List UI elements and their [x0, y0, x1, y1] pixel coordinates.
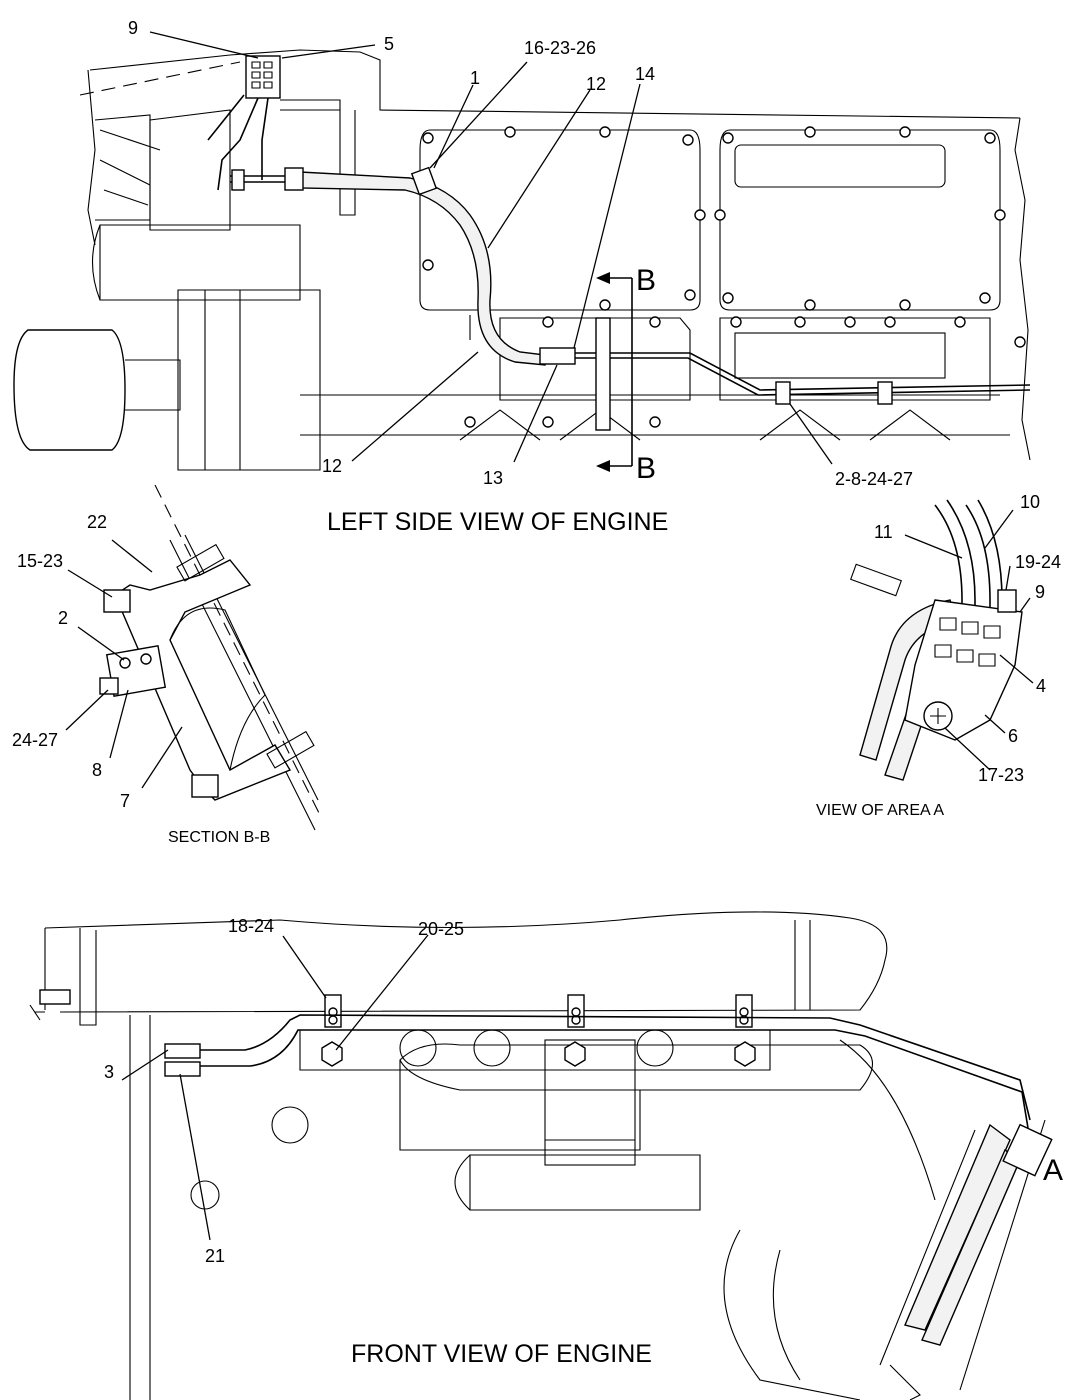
callout-2-8-24-27: 2-8-24-27 [835, 469, 913, 489]
callout-6: 6 [1008, 726, 1018, 746]
callout-11: 11 [874, 522, 893, 542]
area-a-view: 10 11 19-24 9 4 6 17-23 VIEW OF AREA A [816, 492, 1061, 819]
section-bb-title: SECTION B-B [168, 829, 270, 846]
callout-12-bottom: 12 [322, 456, 342, 476]
callout-4: 4 [1036, 676, 1046, 696]
callout-18-24: 18-24 [228, 916, 274, 936]
callout-17-23: 17-23 [978, 765, 1024, 785]
cover-bolts [422, 126, 1026, 428]
callout-24-27: 24-27 [12, 730, 58, 750]
hose [299, 171, 546, 366]
damper [13, 329, 126, 451]
callout-12-top: 12 [586, 74, 606, 94]
rocker-cover-1 [419, 129, 701, 311]
callout-15-23: 15-23 [17, 551, 63, 571]
callout-20-25: 20-25 [418, 919, 464, 939]
callout-7: 7 [120, 791, 130, 811]
rocker-cover-2 [719, 129, 1001, 311]
callout-1: 1 [470, 68, 480, 88]
callout-21: 21 [205, 1246, 225, 1266]
clip [410, 166, 438, 196]
callout-9: 9 [128, 18, 138, 38]
callout-16-23-26: 16-23-26 [524, 38, 596, 58]
fitting-14 [539, 347, 576, 365]
callout-14: 14 [635, 64, 655, 84]
block-a [1002, 1123, 1053, 1177]
left-side-view: B B 9 5 1 16-23-26 12 14 12 13 2-8-24-27… [13, 18, 1031, 536]
connector-block-top [245, 55, 281, 99]
left-side-view-title: LEFT SIDE VIEW OF ENGINE [327, 508, 668, 536]
callout-9-area-a: 9 [1035, 582, 1045, 602]
callout-5: 5 [384, 34, 394, 54]
section-marker-bottom: B [636, 452, 656, 485]
callout-22: 22 [87, 512, 107, 532]
callout-3: 3 [104, 1062, 114, 1082]
callout-19-24: 19-24 [1015, 552, 1061, 572]
front-view-title: FRONT VIEW OF ENGINE [351, 1340, 652, 1368]
section-bb-view: 22 15-23 2 24-27 8 7 SECTION B-B [12, 484, 321, 846]
area-marker-a: A [1043, 1154, 1063, 1187]
callout-10: 10 [1020, 492, 1040, 512]
callout-13: 13 [483, 468, 503, 488]
area-a-title: VIEW OF AREA A [816, 802, 944, 819]
section-marker-top: B [636, 264, 656, 297]
front-view: A 18-24 20-25 3 21 FRONT VIEW OF ENGINE [29, 911, 1063, 1400]
callout-2: 2 [58, 608, 68, 628]
fitting-3 [164, 1043, 201, 1059]
fitting-21 [164, 1061, 201, 1077]
callout-8: 8 [92, 760, 102, 780]
